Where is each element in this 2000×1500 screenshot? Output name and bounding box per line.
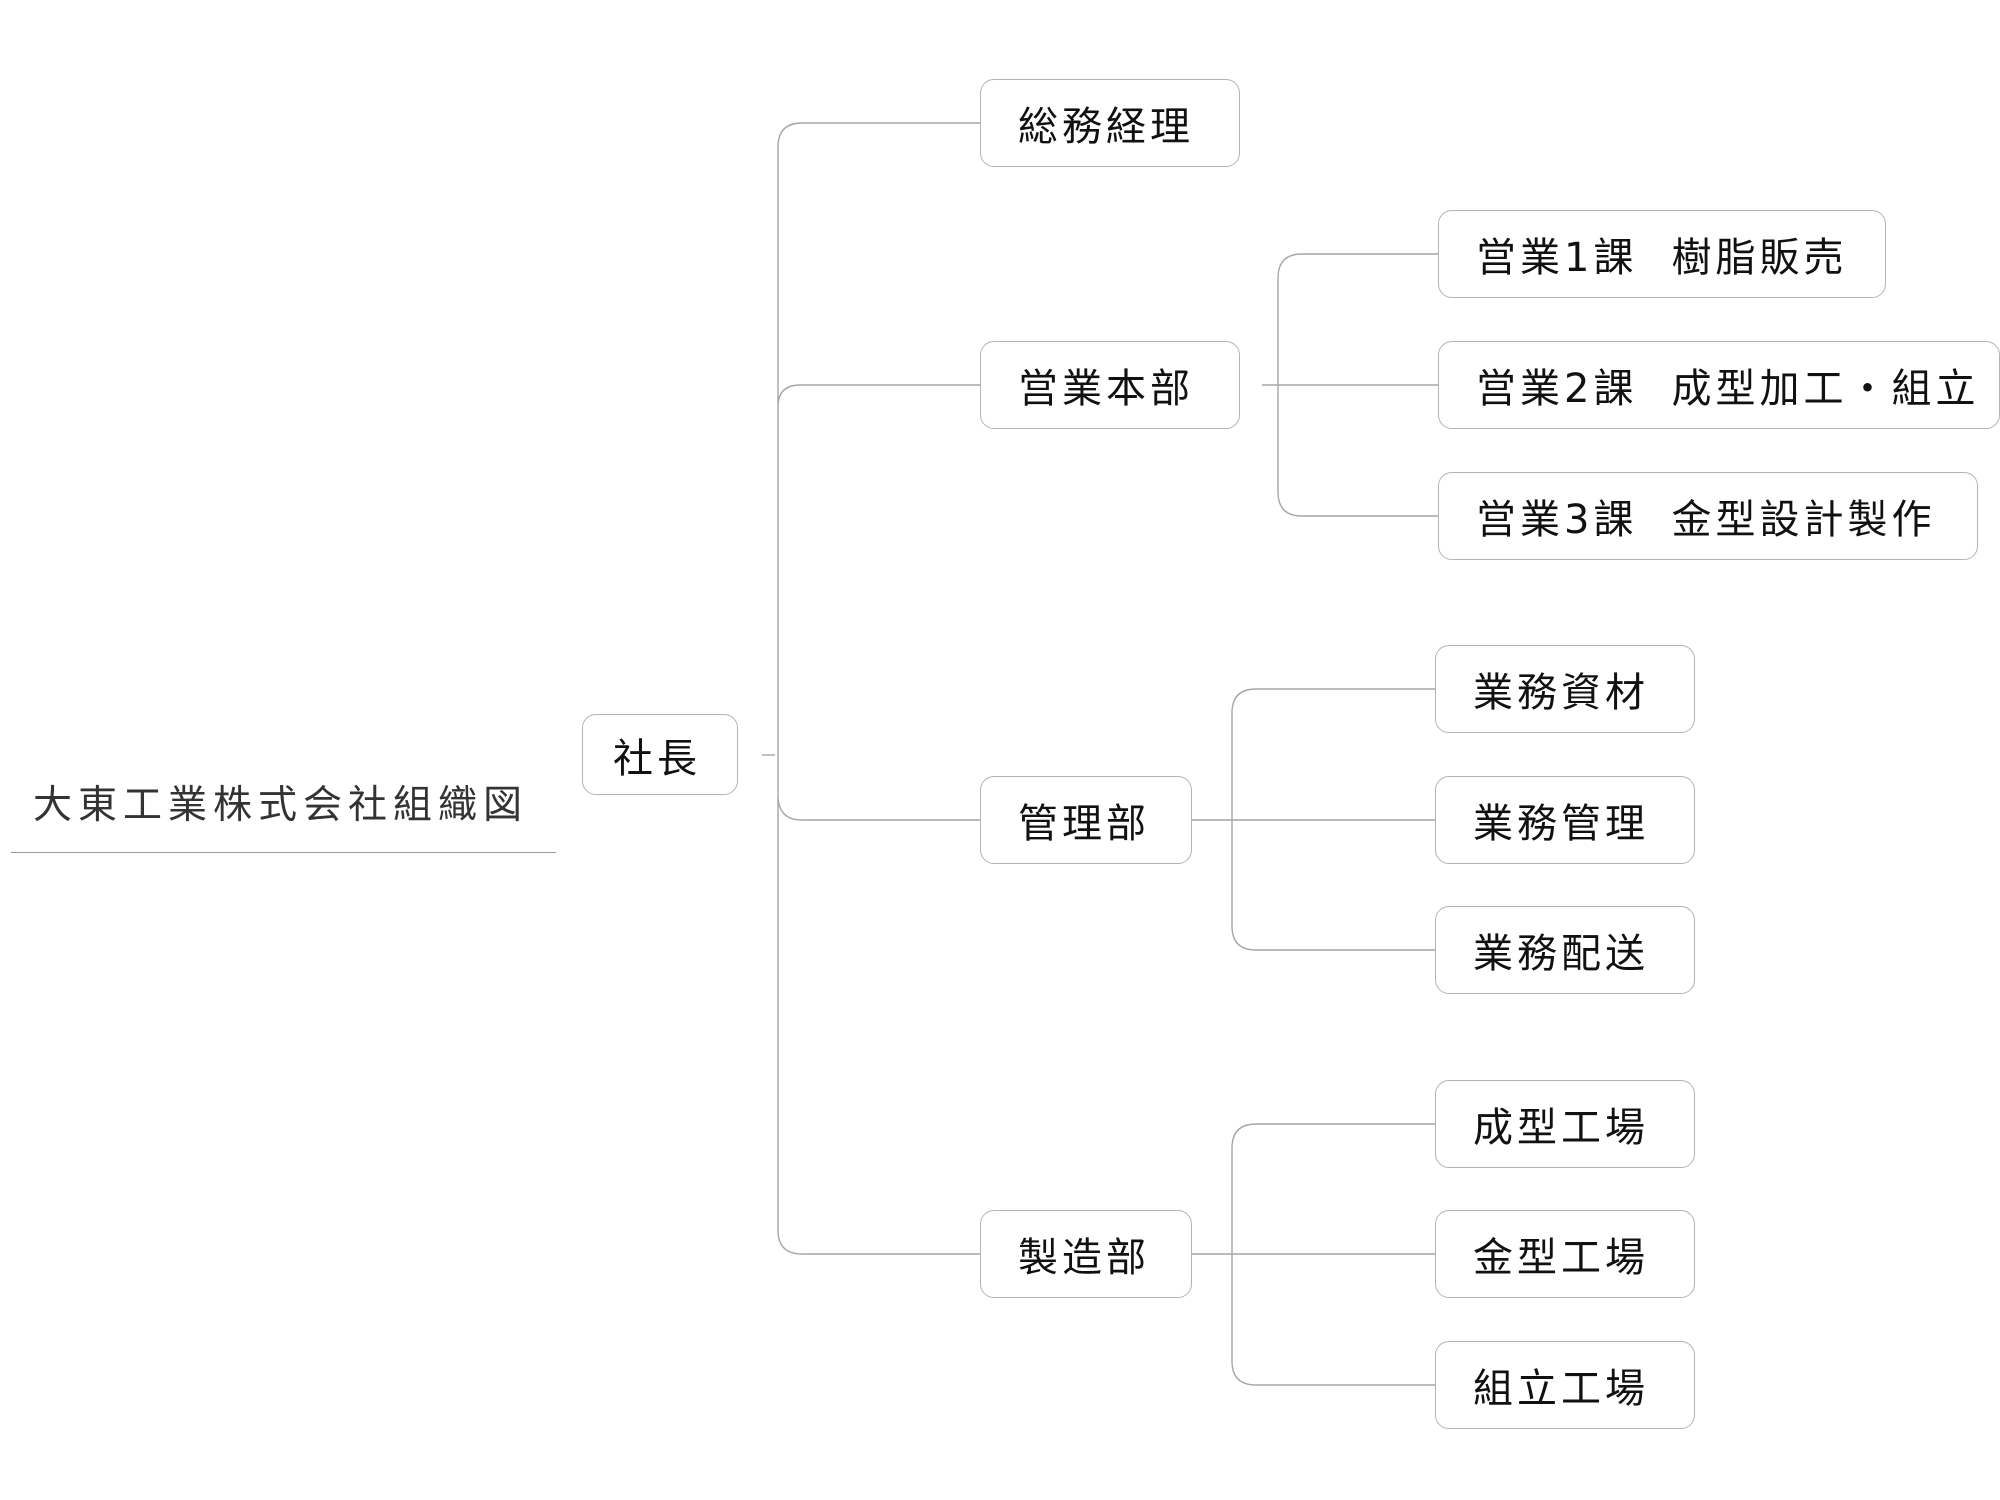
node-team-assembly-plant[interactable]: 組立工場 [1435, 1341, 1695, 1429]
node-dept-sales-hq[interactable]: 営業本部 [980, 341, 1240, 429]
node-dept-manufacturing[interactable]: 製造部 [980, 1210, 1192, 1298]
node-team-molding-plant[interactable]: 成型工場 [1435, 1080, 1695, 1168]
node-label: 総務経理 [1018, 104, 1194, 150]
node-label: 金型工場 [1473, 1235, 1649, 1281]
node-label: 営業本部 [1018, 366, 1194, 412]
connector-sales-teams [1262, 253, 1438, 517]
node-label: 管理部 [1018, 801, 1150, 847]
node-president-label: 社長 [613, 735, 701, 782]
node-team-sales-1[interactable]: 営業1課樹脂販売 [1438, 210, 1886, 298]
node-team-sales-2[interactable]: 営業2課成型加工・組立 [1438, 341, 2000, 429]
connector-mfg-teams [1192, 1123, 1435, 1386]
node-team-operations[interactable]: 業務管理 [1435, 776, 1695, 864]
node-label: 成型工場 [1473, 1105, 1649, 1151]
node-team-desc: 樹脂販売 [1671, 235, 1848, 281]
node-team-desc: 成型加工・組立 [1671, 366, 1980, 412]
node-team-desc: 金型設計製作 [1671, 497, 1936, 543]
node-team-name: 営業3課 [1476, 497, 1638, 543]
chart-title: 大東工業株式会社組織図 [11, 775, 556, 853]
node-team-delivery[interactable]: 業務配送 [1435, 906, 1695, 994]
node-team-materials[interactable]: 業務資材 [1435, 645, 1695, 733]
node-dept-general-affairs[interactable]: 総務経理 [980, 79, 1240, 167]
node-team-name: 営業2課 [1476, 366, 1638, 412]
node-team-name: 営業1課 [1476, 235, 1638, 281]
node-label: 組立工場 [1473, 1366, 1649, 1412]
node-label: 業務資材 [1473, 670, 1649, 716]
connector-president-to-departments [777, 122, 980, 1255]
node-label: 製造部 [1018, 1235, 1150, 1281]
node-label: 業務管理 [1473, 801, 1649, 847]
node-president[interactable]: 社長 [582, 714, 738, 795]
node-team-mold-plant[interactable]: 金型工場 [1435, 1210, 1695, 1298]
node-dept-administration[interactable]: 管理部 [980, 776, 1192, 864]
node-label: 業務配送 [1473, 931, 1649, 977]
node-team-sales-3[interactable]: 営業3課金型設計製作 [1438, 472, 1978, 560]
connector-admin-teams [1192, 688, 1435, 951]
